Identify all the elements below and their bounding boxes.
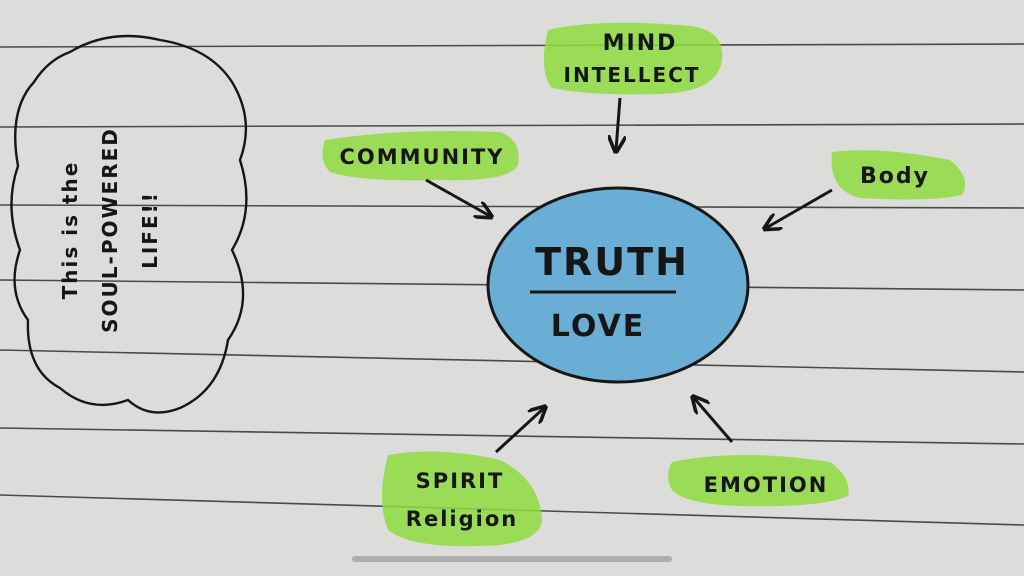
truth-love-circle <box>486 186 750 384</box>
body-highlight <box>831 150 966 200</box>
rule-line <box>0 349 1024 373</box>
home-indicator[interactable] <box>352 556 672 562</box>
emotion-label: EMOTION <box>704 473 829 497</box>
bubble-line-2: SOUL-POWERED <box>98 127 122 333</box>
arrow-icon <box>494 408 544 454</box>
thought-bubble-outline <box>10 34 248 414</box>
bubble-line-3: LIFE!! <box>138 191 162 269</box>
religion-label: Religion <box>406 507 518 531</box>
intellect-label: INTELLECT <box>564 63 701 87</box>
arrows <box>425 97 833 454</box>
arrow-icon <box>616 97 620 150</box>
spirit-highlight <box>382 451 542 547</box>
body-label: Body <box>860 164 930 189</box>
center-love-label: LOVE <box>551 309 645 344</box>
mind-label: MIND <box>603 31 678 56</box>
center-truth-label: TRUTH <box>535 240 689 284</box>
spirit-label: SPIRIT <box>416 469 505 493</box>
arrow-icon <box>766 188 833 228</box>
rule-line <box>0 204 1024 209</box>
community-highlight <box>322 131 519 181</box>
thought-bubble-text: This is the SOUL-POWERED LIFE!! <box>58 127 162 333</box>
highlights <box>322 22 966 547</box>
rule-line <box>0 123 1024 128</box>
bubble-line-1: This is the <box>58 161 82 300</box>
mind-highlight <box>543 22 723 95</box>
emotion-highlight <box>668 455 849 507</box>
community-label: COMMUNITY <box>339 145 504 169</box>
arrow-icon <box>425 178 490 216</box>
rule-line <box>0 43 1024 48</box>
arrow-icon <box>694 398 734 443</box>
